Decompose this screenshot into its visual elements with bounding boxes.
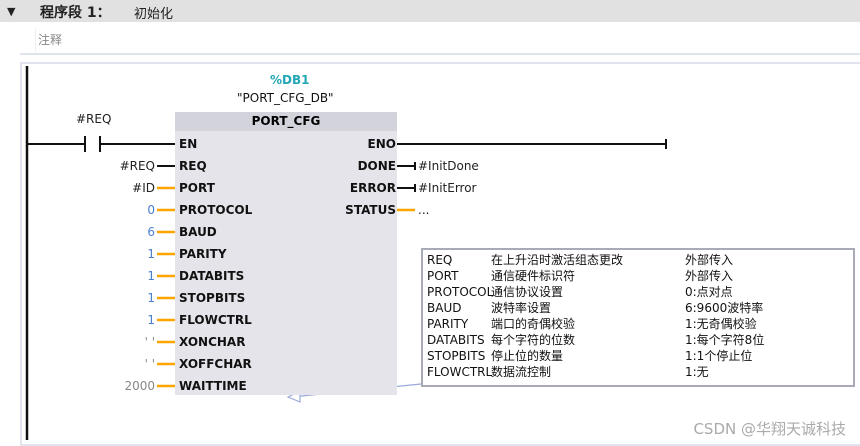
info-value: 0:点对点: [685, 285, 733, 299]
info-value: 外部传入: [685, 253, 734, 267]
value-parity[interactable]: 1: [147, 247, 155, 261]
value-baud[interactable]: 6: [147, 225, 155, 239]
network-header: [0, 0, 860, 22]
info-param: PORT: [427, 269, 459, 283]
ladder-network-area: [20, 62, 860, 446]
info-param: FLOWCTRL: [427, 365, 493, 379]
pin-xonchar: XONCHAR: [179, 335, 246, 349]
info-value: 1:每个字符8位: [685, 333, 765, 347]
pin-baud: BAUD: [179, 225, 217, 239]
collapse-triangle-icon[interactable]: ▼: [7, 5, 16, 18]
info-value: 1:1个停止位: [685, 349, 753, 363]
info-param: BAUD: [427, 301, 462, 315]
pin-xoffchar: XOFFCHAR: [179, 357, 252, 371]
info-desc: 端口的奇偶校验: [491, 317, 576, 331]
function-block[interactable]: [175, 112, 397, 395]
pin-protocol: PROTOCOL: [179, 203, 253, 217]
info-desc: 在上升沿时激活组态更改: [491, 253, 624, 267]
value-xoffchar[interactable]: ' ': [144, 357, 155, 371]
network-name[interactable]: 初始化: [134, 7, 174, 22]
output-done[interactable]: #InitDone: [418, 159, 479, 173]
info-desc: 数据流控制: [491, 365, 552, 379]
pin-error: ERROR: [349, 181, 396, 195]
info-param: REQ: [427, 253, 453, 267]
value-waittime[interactable]: 2000: [124, 379, 155, 393]
instance-db-name[interactable]: "PORT_CFG_DB": [237, 91, 334, 105]
output-status[interactable]: ...: [418, 203, 430, 217]
pin-parity: PARITY: [179, 247, 227, 261]
info-value: 1:无奇偶校验: [685, 317, 757, 331]
pin-port: PORT: [179, 181, 215, 195]
pin-status: STATUS: [345, 203, 396, 217]
pin-stopbits: STOPBITS: [179, 291, 246, 305]
info-desc: 停止位的数量: [491, 349, 564, 363]
info-value: 1:无: [685, 365, 709, 379]
pin-eno: ENO: [367, 137, 396, 151]
info-param: PROTOCOL: [427, 285, 494, 299]
info-desc: 通信硬件标识符: [491, 269, 576, 283]
pin-done: DONE: [357, 159, 396, 173]
value-databits[interactable]: 1: [147, 269, 155, 283]
contact-label[interactable]: #REQ: [76, 112, 112, 126]
value-protocol[interactable]: 0: [147, 203, 155, 217]
output-error[interactable]: #InitError: [418, 181, 477, 195]
pin-databits: DATABITS: [179, 269, 245, 283]
value-port[interactable]: #ID: [132, 181, 155, 195]
block-name: PORT_CFG: [175, 112, 397, 131]
pin-flowctrl: FLOWCTRL: [179, 313, 252, 327]
info-desc: 每个字符的位数: [491, 333, 576, 347]
pin-en: EN: [179, 137, 198, 151]
info-desc: 通信协议设置: [491, 285, 564, 299]
info-param: STOPBITS: [427, 349, 486, 363]
comment-field[interactable]: 注释: [35, 29, 853, 51]
info-value: 6:9600波特率: [685, 301, 764, 315]
value-stopbits[interactable]: 1: [147, 291, 155, 305]
watermark: CSDN @华翔天诚科技: [693, 420, 846, 438]
pin-waittime: WAITTIME: [179, 379, 247, 393]
info-param: DATABITS: [427, 333, 485, 347]
value-flowctrl[interactable]: 1: [147, 313, 155, 327]
divider: [20, 53, 860, 55]
value-xonchar[interactable]: ' ': [144, 335, 155, 349]
instance-db-number[interactable]: %DB1: [270, 73, 310, 87]
info-desc: 波特率设置: [491, 301, 552, 315]
info-value: 外部传入: [685, 269, 734, 283]
pin-req: REQ: [179, 159, 207, 173]
value-req[interactable]: #REQ: [119, 159, 155, 173]
info-param: PARITY: [427, 317, 469, 331]
network-title: 程序段 1：: [40, 5, 111, 21]
